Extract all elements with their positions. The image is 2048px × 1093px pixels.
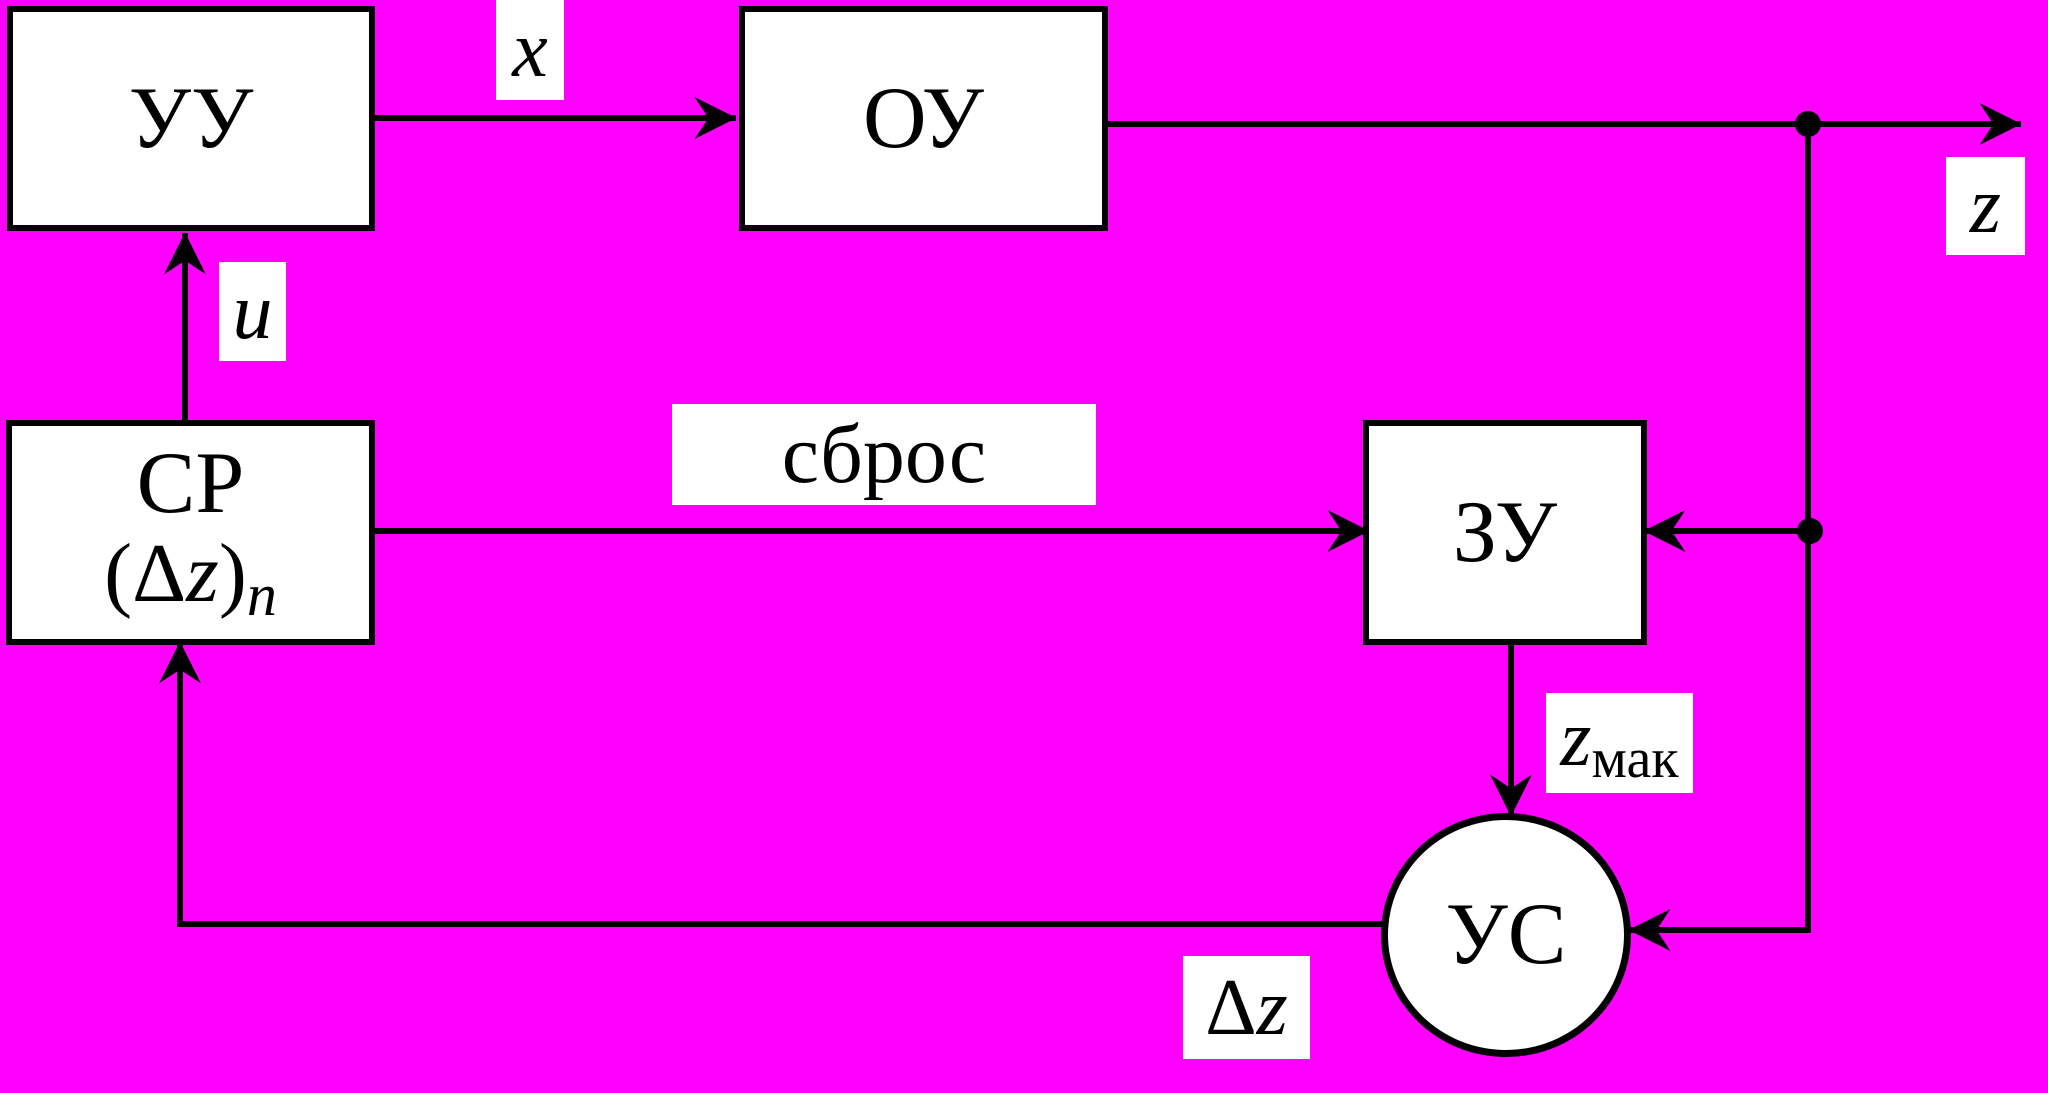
block-sr-formula: (Δz)n [104,526,277,628]
signal-x-label: x [496,0,564,100]
signal-z-label: z [1946,157,2025,255]
block-uu-label: УУ [128,69,254,167]
junction-dot-top [1795,111,1821,137]
block-us: УС [1381,813,1631,1057]
reset-signal-label: сброс [672,404,1096,505]
block-sr-label: СР [136,435,245,533]
block-ou-label: ОУ [863,69,984,167]
signal-dz-label: Δz [1183,956,1310,1059]
block-zu-label: ЗУ [1452,483,1558,581]
signal-zmax-label: zмак [1546,693,1693,793]
block-sr: СР (Δz)n [6,420,375,645]
block-uu: УУ [7,6,375,231]
block-ou: ОУ [739,6,1108,231]
signal-u-label: u [219,262,286,361]
block-zu: ЗУ [1363,420,1647,645]
wire-us-to-sr [159,641,1385,927]
block-us-label: УС [1445,886,1567,983]
junction-dot-middle [1797,518,1823,544]
